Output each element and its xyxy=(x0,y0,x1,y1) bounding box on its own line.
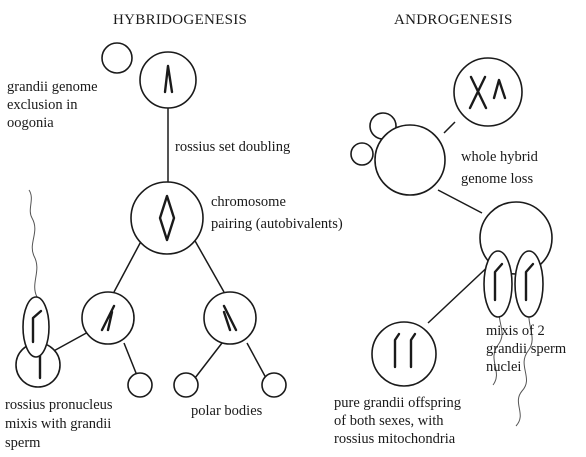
connector-line xyxy=(195,343,222,378)
label-polar-bodies: polar bodies xyxy=(191,403,263,419)
connector-line xyxy=(438,190,482,213)
enucleated-egg-cell xyxy=(375,125,445,195)
sperm-tail xyxy=(29,190,37,297)
connector-line xyxy=(444,122,455,133)
offspring-cell xyxy=(372,322,436,386)
polar-body xyxy=(174,373,198,397)
connector-line xyxy=(247,343,266,378)
grandii-sperm-head xyxy=(515,251,543,317)
label-exclusion: grandii genome exclusion in oogonia xyxy=(7,79,101,131)
connector-line xyxy=(124,343,138,378)
oocyte-cell xyxy=(131,182,203,254)
label-offspring: pure grandii offspring of both sexes, wi… xyxy=(334,395,465,447)
hybrid-oocyte-cell xyxy=(454,58,522,126)
grandii-sperm-head xyxy=(23,297,49,357)
expelled-cell xyxy=(351,143,373,165)
grandii-sperm-head xyxy=(484,251,512,317)
polar-body xyxy=(262,373,286,397)
label-chromosome-pairing: chromosome pairing (autobivalents) xyxy=(211,194,343,232)
label-pronucleus-mixis: rossius pronucleus mixis with grandii sp… xyxy=(5,397,116,451)
title-hybridogenesis: HYBRIDOGENESIS xyxy=(113,12,247,28)
title-androgenesis: ANDROGENESIS xyxy=(394,12,513,28)
excluded-genome-cell xyxy=(102,43,132,73)
label-set-doubling: rossius set doubling xyxy=(175,139,290,155)
oogonium-cell xyxy=(140,52,196,108)
label-sperm-mixis: mixis of 2 grandii sperm nuclei xyxy=(486,323,570,375)
label-genome-loss: whole hybrid genome loss xyxy=(461,149,542,187)
connector-line xyxy=(50,331,90,353)
polar-body xyxy=(128,373,152,397)
